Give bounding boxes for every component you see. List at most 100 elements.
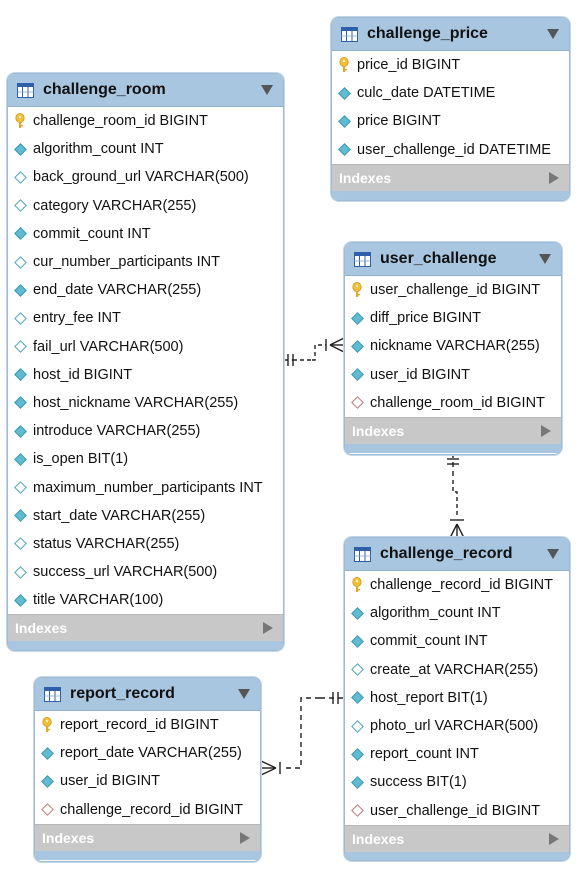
- table-header[interactable]: report_record: [35, 678, 260, 711]
- column-row[interactable]: user_id BIGINT: [345, 361, 561, 389]
- column-row[interactable]: report_date VARCHAR(255): [35, 739, 260, 767]
- column-row[interactable]: status VARCHAR(255): [8, 530, 283, 558]
- column-row[interactable]: host_nickname VARCHAR(255): [8, 389, 283, 417]
- table-footer: [35, 850, 260, 860]
- column-label: nickname VARCHAR(255): [370, 338, 540, 355]
- nullable-column-icon: [12, 565, 28, 579]
- table-footer: [8, 641, 283, 650]
- collapse-arrow-icon[interactable]: [547, 29, 559, 39]
- collapse-arrow-icon[interactable]: [539, 254, 551, 264]
- not-null-column-icon: [349, 635, 365, 648]
- column-row[interactable]: introduce VARCHAR(255): [8, 417, 283, 445]
- column-row[interactable]: fail_url VARCHAR(500): [8, 333, 283, 361]
- column-label: success_url VARCHAR(500): [33, 564, 218, 581]
- column-row[interactable]: price BIGINT: [332, 107, 569, 135]
- primary-key-icon: [12, 113, 28, 129]
- column-row[interactable]: nickname VARCHAR(255): [345, 332, 561, 360]
- column-row[interactable]: is_open BIT(1): [8, 445, 283, 473]
- not-null-column-icon: [349, 368, 365, 382]
- column-row[interactable]: commit_count INT: [345, 627, 569, 655]
- expand-arrow-icon[interactable]: [549, 171, 559, 184]
- column-list: user_challenge_id BIGINT diff_price BIGIN…: [345, 276, 561, 417]
- relationship-record-to-report-record: [260, 692, 343, 776]
- table-header[interactable]: challenge_record: [345, 538, 569, 571]
- column-row[interactable]: entry_fee INT: [8, 304, 283, 332]
- expand-arrow-icon[interactable]: [549, 832, 559, 845]
- column-row[interactable]: photo_url VARCHAR(500): [345, 712, 569, 740]
- column-row[interactable]: report_record_id BIGINT: [35, 711, 260, 739]
- column-label: fail_url VARCHAR(500): [33, 338, 184, 355]
- indexes-label: Indexes: [15, 620, 68, 637]
- column-row[interactable]: challenge_record_id BIGINT: [345, 571, 569, 599]
- column-row[interactable]: culc_date DATETIME: [332, 79, 569, 107]
- column-row[interactable]: host_report BIT(1): [345, 684, 569, 712]
- column-row[interactable]: cur_number_participants INT: [8, 248, 283, 276]
- column-row[interactable]: report_count INT: [345, 740, 569, 768]
- table-title: user_challenge: [380, 250, 497, 267]
- indexes-section[interactable]: Indexes: [8, 614, 283, 642]
- column-label: user_id BIGINT: [60, 773, 160, 790]
- column-label: report_count INT: [370, 746, 479, 763]
- collapse-arrow-icon[interactable]: [238, 689, 250, 699]
- column-row[interactable]: user_id BIGINT: [35, 767, 260, 795]
- table-header[interactable]: user_challenge: [345, 243, 561, 276]
- column-row[interactable]: create_at VARCHAR(255): [345, 656, 569, 684]
- foreign-key-icon: [39, 803, 55, 817]
- indexes-section[interactable]: Indexes: [345, 824, 569, 852]
- table-icon: [354, 546, 371, 562]
- column-label: diff_price BIGINT: [370, 310, 481, 327]
- column-row[interactable]: challenge_room_id BIGINT: [8, 107, 283, 135]
- column-label: host_id BIGINT: [33, 366, 133, 383]
- table-challenge-price[interactable]: challenge_price price_id BIGINT culc_date …: [331, 17, 570, 201]
- table-user-challenge[interactable]: user_challenge user_challenge_id BIGINT di…: [344, 242, 562, 455]
- nullable-column-icon: [349, 663, 365, 677]
- relationship-room-to-user-challenge: [283, 337, 345, 366]
- column-row[interactable]: host_id BIGINT: [8, 361, 283, 389]
- column-label: report_date VARCHAR(255): [60, 745, 242, 762]
- indexes-section[interactable]: Indexes: [35, 823, 260, 851]
- expand-arrow-icon[interactable]: [541, 424, 551, 437]
- nullable-column-icon: [349, 719, 365, 733]
- not-null-column-icon: [12, 283, 28, 297]
- column-row[interactable]: maximum_number_participants INT: [8, 473, 283, 501]
- column-label: price_id BIGINT: [357, 57, 461, 74]
- column-row[interactable]: category VARCHAR(255): [8, 192, 283, 220]
- column-row[interactable]: commit_count INT: [8, 220, 283, 248]
- table-footer: [345, 851, 569, 860]
- primary-key-icon: [349, 577, 365, 593]
- expand-arrow-icon[interactable]: [240, 831, 250, 844]
- column-row[interactable]: algorithm_count INT: [8, 135, 283, 163]
- collapse-arrow-icon[interactable]: [261, 85, 273, 95]
- column-row[interactable]: algorithm_count INT: [345, 599, 569, 627]
- nullable-column-icon: [12, 171, 28, 184]
- column-row[interactable]: title VARCHAR(100): [8, 586, 283, 614]
- column-row[interactable]: end_date VARCHAR(255): [8, 276, 283, 304]
- column-row[interactable]: user_challenge_id DATETIME: [332, 136, 569, 164]
- column-row[interactable]: success_url VARCHAR(500): [8, 558, 283, 586]
- not-null-column-icon: [12, 368, 28, 382]
- column-row[interactable]: success BIT(1): [345, 768, 569, 796]
- column-row[interactable]: user_challenge_id BIGINT: [345, 276, 561, 304]
- column-row[interactable]: price_id BIGINT: [332, 51, 569, 79]
- not-null-column-icon: [336, 115, 352, 128]
- indexes-section[interactable]: Indexes: [345, 416, 561, 444]
- not-null-column-icon: [349, 691, 365, 705]
- column-row[interactable]: back_ground_url VARCHAR(500): [8, 163, 283, 191]
- column-row[interactable]: challenge_record_id BIGINT: [35, 796, 260, 824]
- column-row[interactable]: start_date VARCHAR(255): [8, 502, 283, 530]
- primary-key-icon: [349, 282, 365, 298]
- expand-arrow-icon[interactable]: [263, 622, 273, 635]
- column-label: maximum_number_participants INT: [33, 479, 263, 496]
- table-header[interactable]: challenge_room: [8, 74, 283, 107]
- indexes-section[interactable]: Indexes: [332, 163, 569, 191]
- table-header[interactable]: challenge_price: [332, 18, 569, 51]
- collapse-arrow-icon[interactable]: [547, 549, 559, 559]
- column-label: culc_date DATETIME: [357, 85, 496, 102]
- column-row[interactable]: diff_price BIGINT: [345, 304, 561, 332]
- column-label: end_date VARCHAR(255): [33, 282, 202, 299]
- column-row[interactable]: challenge_room_id BIGINT: [345, 389, 561, 417]
- column-row[interactable]: user_challenge_id BIGINT: [345, 797, 569, 825]
